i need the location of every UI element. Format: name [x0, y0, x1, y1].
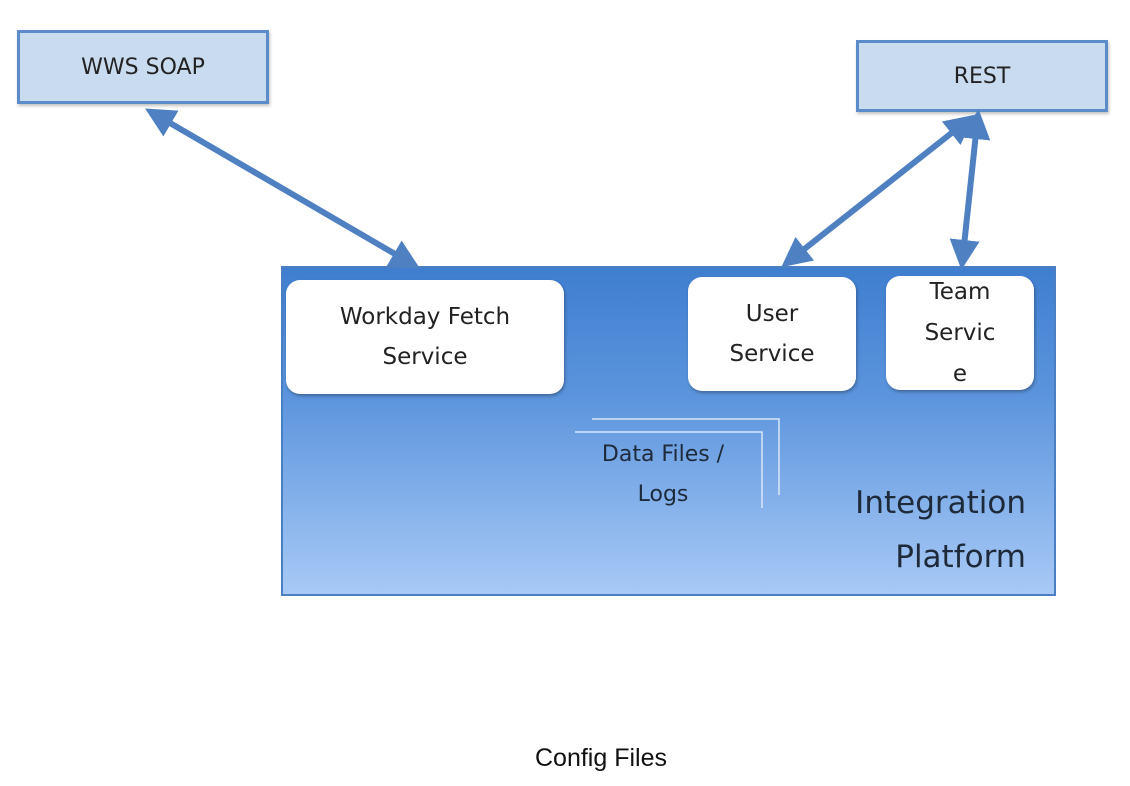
data-files-label-line-1: Data Files /: [601, 442, 725, 467]
team-service-label-line-3: e: [952, 360, 968, 387]
user-service-node: User Service: [688, 277, 856, 391]
wws-soap-label: WWS SOAP: [81, 54, 205, 80]
data-files-label-line-2: Logs: [637, 482, 689, 507]
data-files-document-icon: [575, 418, 780, 508]
integration-platform-label: Integration Platform: [855, 476, 1026, 584]
user-service-label-line-2: Service: [729, 341, 815, 367]
wws-soap-node: WWS SOAP: [17, 30, 269, 104]
arrow-rest-team-service: [949, 109, 991, 270]
team-service-label-line-1: Team: [929, 278, 991, 305]
workday-fetch-label-line-2: Service: [382, 344, 468, 370]
rest-label: REST: [953, 63, 1011, 89]
platform-label-line-1: Integration: [855, 485, 1026, 521]
data-files-logs-node: Data Files / Logs: [573, 435, 753, 515]
workday-fetch-label-line-1: Workday Fetch: [339, 304, 511, 330]
arrow-wws-soap-workday-fetch: [145, 108, 420, 269]
team-service-node: Team Servic e: [886, 276, 1034, 390]
arrow-rest-user-service: [781, 114, 975, 268]
team-service-label-line-2: Servic: [924, 319, 996, 346]
integration-platform-container: Workday Fetch Service User Service Team …: [281, 266, 1056, 596]
user-service-label-line-1: User: [745, 301, 799, 327]
config-files-caption: Config Files: [535, 744, 667, 772]
platform-label-line-2: Platform: [895, 539, 1026, 575]
workday-fetch-service-node: Workday Fetch Service: [286, 280, 564, 394]
